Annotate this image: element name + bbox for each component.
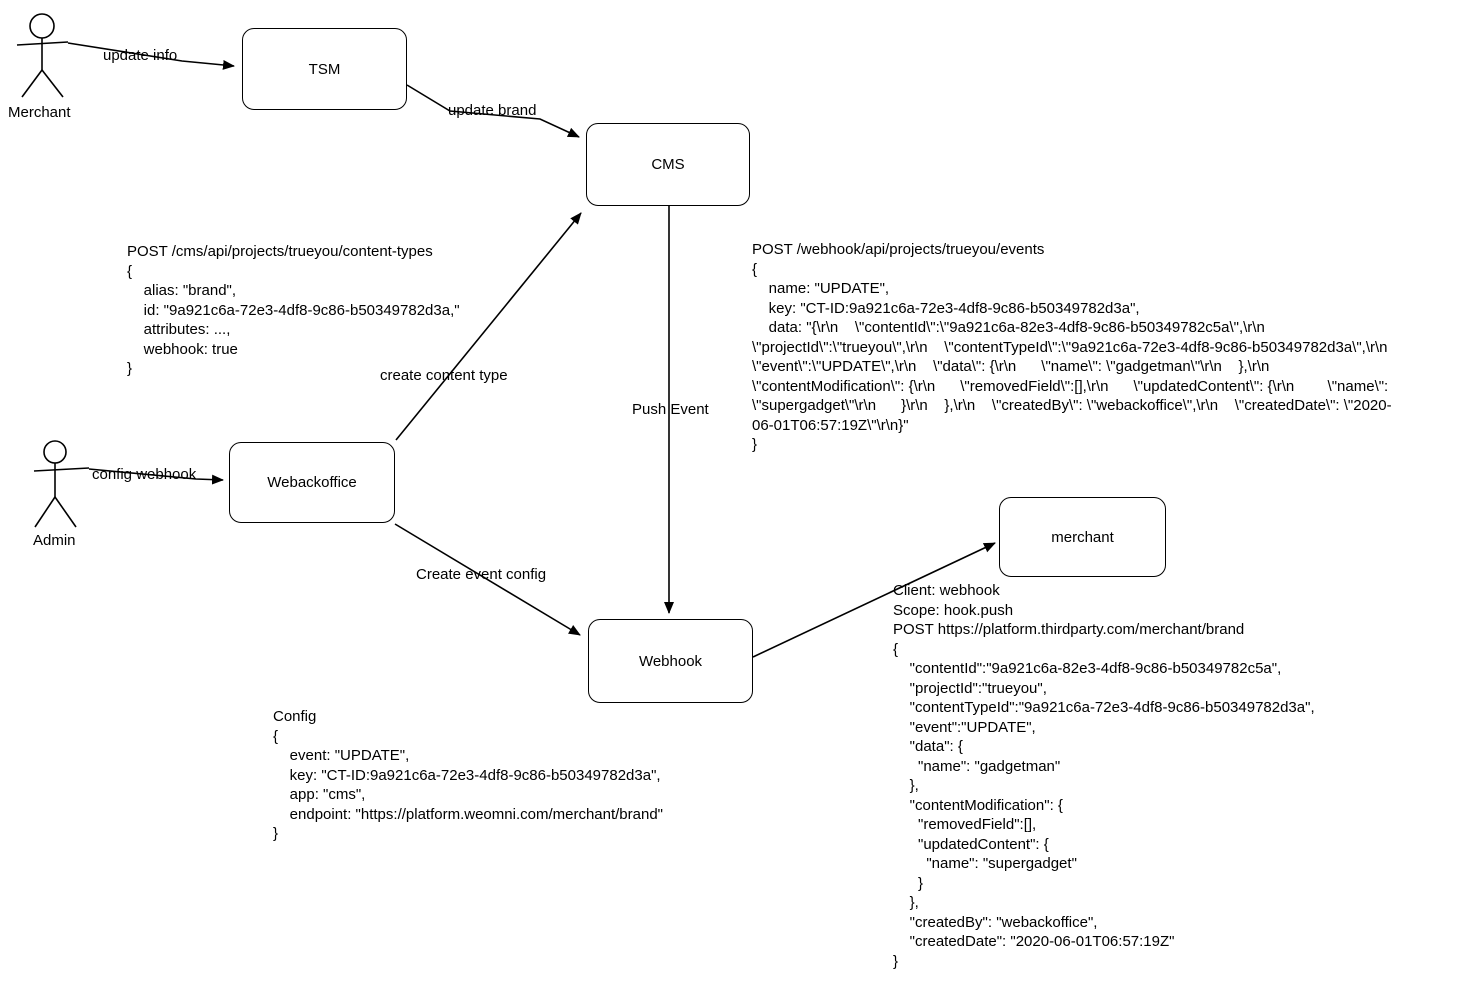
edge-label-create-event-config: Create event config <box>416 566 547 583</box>
node-cms: CMS <box>586 123 750 206</box>
merchant-actor-label: Merchant <box>8 104 71 121</box>
admin-actor-icon <box>33 440 90 528</box>
node-tsm: TSM <box>242 28 407 110</box>
edge-update-brand <box>406 84 580 138</box>
node-webhook-label: Webhook <box>638 652 703 670</box>
node-webhook: Webhook <box>588 619 753 703</box>
edge-label-push-event: Push Event <box>632 401 709 418</box>
node-webackoffice: Webackoffice <box>229 442 395 523</box>
node-merchant: merchant <box>999 497 1166 577</box>
admin-actor-label: Admin <box>33 532 76 549</box>
node-webackoffice-label: Webackoffice <box>267 474 357 491</box>
edge-webhook-to-merchant <box>752 542 996 658</box>
edge-update-info <box>67 42 235 70</box>
node-merchant-label: merchant <box>1051 528 1114 546</box>
edge-config-webhook <box>88 468 224 485</box>
edge-label-config-webhook: config webhook <box>92 466 197 483</box>
cms-post-annotation: POST /cms/api/projects/trueyou/content-t… <box>127 243 460 377</box>
config-annotation: Config { event: "UPDATE", key: "CT-ID:9a… <box>273 708 663 842</box>
edge-label-update-brand: update brand <box>448 102 537 119</box>
merchant-delivery-annotation: Client: webhook Scope: hook.push POST ht… <box>893 582 1315 970</box>
node-tsm-label: TSM <box>308 60 341 78</box>
edge-label-update-info: update info <box>103 47 178 64</box>
webhook-post-annotation: POST /webhook/api/projects/trueyou/event… <box>752 241 1392 453</box>
merchant-actor-icon <box>16 13 69 98</box>
edge-create-event-config <box>394 523 581 636</box>
node-cms-label: CMS <box>651 156 685 173</box>
edge-label-create-content-type: create content type <box>380 367 508 384</box>
edge-create-content-type <box>395 212 582 441</box>
